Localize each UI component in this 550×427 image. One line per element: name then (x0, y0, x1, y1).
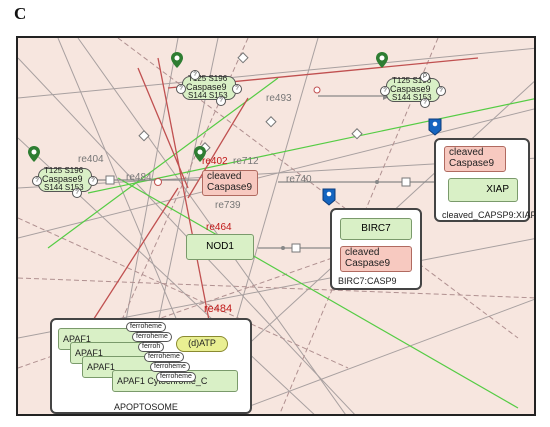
state-circle: ? (232, 84, 242, 94)
cleaved-caspase9-node[interactable]: cleaved Caspase9 (340, 246, 412, 272)
caspase9-label: Caspase9 (207, 182, 253, 193)
site-label: T125 S196 (392, 76, 432, 85)
state-circle: ? (88, 176, 98, 186)
complex-label: cleaved_CAPSP9:XIAP (442, 210, 536, 220)
birc7-casp9-complex[interactable]: BIRC7 cleaved Caspase9 BIRC7:CASP9 (330, 208, 422, 290)
green-pin-icon[interactable] (28, 146, 40, 162)
cleaved-caspase9-node[interactable]: cleaved Caspase9 (444, 146, 506, 172)
caspase9-label: Caspase9 (345, 258, 391, 269)
ferroheme-node: ferroheme (126, 322, 166, 332)
site-label: T125 S196 (188, 74, 228, 83)
caspase9-node[interactable]: T125 S196 Caspase9 S144 S153 ? ? ? (32, 164, 98, 198)
atp-node[interactable]: (d)ATP (176, 336, 228, 352)
reaction-label: re464 (206, 222, 232, 233)
state-circle: ? (72, 188, 82, 198)
ferroheme-node: ferroheme (132, 332, 172, 342)
state-circle: ? (380, 86, 390, 96)
reaction-label: re484 (126, 172, 152, 183)
caspase9-node[interactable]: T125 S196 Caspase9 S144 S153 ? ? ? ? (176, 70, 242, 106)
ferroheme-node: ferroh (138, 342, 165, 352)
nod1-node[interactable]: NOD1 (186, 234, 254, 260)
reaction-label: re739 (215, 200, 241, 211)
caspase9-label: Caspase9 (449, 158, 495, 169)
state-circle: ? (436, 86, 446, 96)
state-circle: ? (216, 96, 226, 106)
xiap-node[interactable]: XIAP (448, 178, 518, 202)
blue-marker-icon[interactable] (428, 118, 442, 136)
caspase9-node[interactable]: T125 S196 Caspase9 S144 S153 ? ? P ? (380, 72, 446, 108)
cleaved-label: cleaved (345, 247, 380, 258)
cleaved-label: cleaved (207, 171, 242, 182)
caspase9-label: Caspase9 (42, 174, 83, 184)
site-label: S144 S153 (188, 91, 228, 100)
site-label: S144 S153 (392, 93, 432, 102)
reaction-label: re404 (78, 154, 104, 165)
apoptosome-complex[interactable]: APAF1 APAF1 APAF1 APAF1 Cytochrome_C fer… (50, 318, 252, 414)
blue-marker-icon[interactable] (322, 188, 336, 206)
cleaved-label: cleaved (449, 147, 484, 158)
reaction-label: re484 (204, 303, 233, 315)
ferroheme-node: ferroheme (150, 362, 190, 372)
state-circle: ? (190, 70, 200, 80)
reaction-label: re493 (266, 93, 292, 104)
phospho-badge: P (420, 72, 430, 82)
panel-letter: C (14, 4, 27, 23)
ferroheme-node: ferroheme (156, 372, 196, 382)
complex-label: APOPTOSOME (114, 402, 178, 412)
xiap-casp9-complex[interactable]: cleaved Caspase9 XIAP cleaved_CAPSP9:XIA… (434, 138, 534, 222)
reaction-label: re740 (286, 174, 312, 185)
state-circle: ? (32, 176, 42, 186)
state-circle: ? (176, 84, 186, 94)
reaction-label: re712 (233, 156, 259, 167)
caspase9-body (38, 168, 92, 192)
caspase9-label: Caspase9 (390, 84, 431, 94)
apaf1-label: APAF1 (75, 348, 103, 358)
site-label: S144 S153 (44, 183, 84, 192)
apaf1-label: APAF1 (87, 362, 115, 372)
green-pin-icon[interactable] (376, 52, 388, 68)
reaction-label: re402 (202, 156, 228, 167)
complex-label: BIRC7:CASP9 (338, 276, 397, 286)
green-pin-icon[interactable] (171, 52, 183, 68)
cleaved-caspase9-node[interactable]: cleaved Caspase9 (202, 170, 258, 196)
ferroheme-node: ferroheme (144, 352, 184, 362)
caspase9-label: Caspase9 (186, 82, 227, 92)
green-pin-icon[interactable] (194, 146, 206, 162)
birc7-node[interactable]: BIRC7 (340, 218, 412, 240)
apaf1-label: APAF1 (63, 334, 91, 344)
caspase9-body (182, 76, 236, 100)
site-label: T125 S196 (44, 166, 84, 175)
pathway-canvas[interactable]: re493 re740 re739 re484 re404 re402 re71… (16, 36, 536, 416)
state-circle: ? (420, 98, 430, 108)
